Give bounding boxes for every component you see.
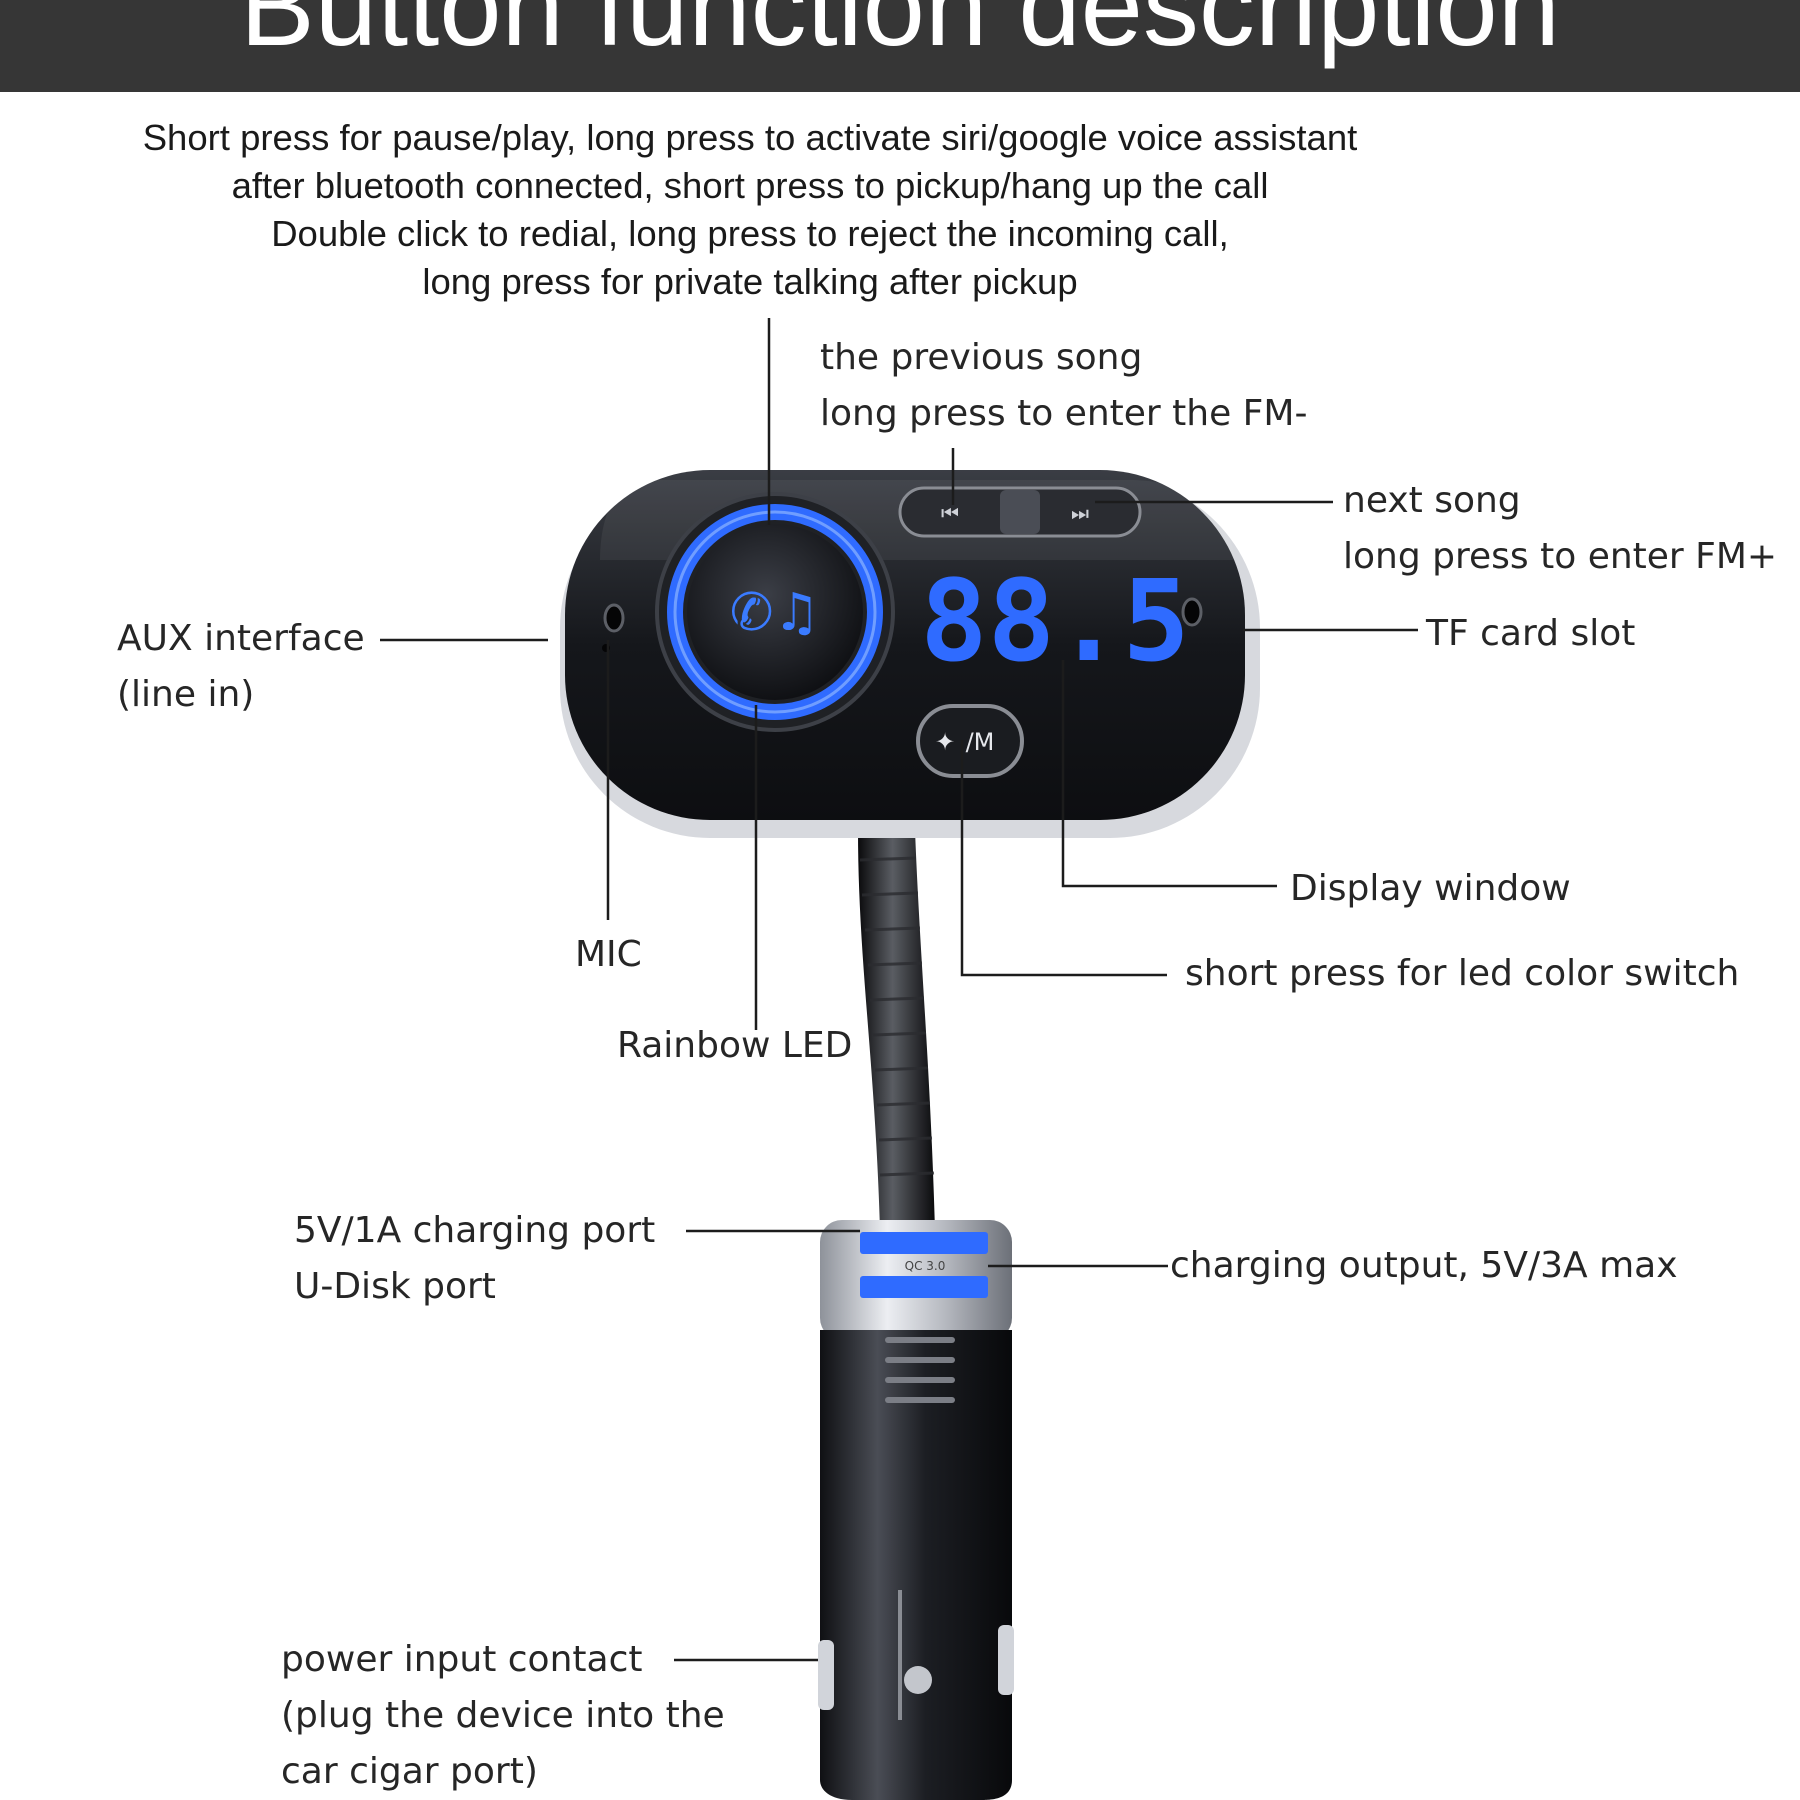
tf-card-slot	[1181, 597, 1203, 627]
description-line: Double click to redial, long press to re…	[271, 213, 1229, 254]
header-bar: Button function description	[0, 0, 1800, 92]
description-line: after bluetooth connected, short press t…	[231, 165, 1269, 206]
previous-song-label: the previous song long press to enter th…	[820, 337, 1308, 434]
frequency-readout: 88.5	[920, 557, 1190, 687]
multifunction-description: Short press for pause/play, long press t…	[60, 114, 1440, 306]
description-line: Short press for pause/play, long press t…	[142, 117, 1358, 158]
previous-icon[interactable]: ⏮	[941, 501, 959, 525]
aux-jack	[603, 603, 625, 633]
tf-card-slot-label: TF card slot	[1426, 613, 1636, 654]
multifunction-knob[interactable]: ✆♫	[655, 492, 895, 732]
bulb-icon: ✦	[935, 728, 955, 756]
callout-lines	[380, 318, 1418, 1662]
display-window-label: Display window	[1290, 868, 1571, 909]
mic-label: MIC	[575, 934, 642, 975]
next-song-label: next song long press to enter FM+	[1343, 480, 1778, 577]
power-input-label: power input contact (plug the device int…	[281, 1639, 725, 1792]
led-mode-button[interactable]: ✦ /M	[916, 704, 1024, 778]
charging-output-label: charging output, 5V/3A max	[1170, 1245, 1678, 1286]
usb-port-3a[interactable]	[860, 1276, 988, 1298]
usb-port-1a[interactable]	[860, 1232, 988, 1254]
qc-label: QC 3.0	[905, 1259, 946, 1273]
description-line: long press for private talking after pic…	[422, 261, 1078, 302]
display-window: 88.5	[920, 557, 1190, 687]
prev-next-rocker[interactable]: ⏮ ⏭	[898, 486, 1142, 538]
rainbow-led-label: Rainbow LED	[617, 1025, 853, 1066]
led-switch-label: short press for led color switch	[1185, 953, 1740, 994]
charging-port-label: 5V/1A charging port U-Disk port	[294, 1210, 656, 1307]
aux-interface-label: AUX interface (line in)	[117, 618, 365, 715]
car-charger-plug: QC 3.0	[818, 1220, 1014, 1800]
gooseneck	[858, 830, 935, 1230]
phone-music-icon: ✆♫	[730, 583, 820, 643]
mode-button-label: /M	[966, 728, 995, 756]
next-icon[interactable]: ⏭	[1071, 501, 1089, 525]
page-title: Button function description	[240, 0, 1560, 69]
